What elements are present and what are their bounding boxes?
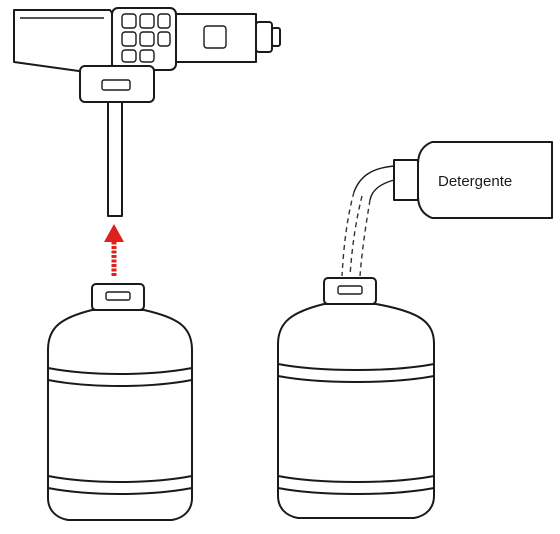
siphon-tube <box>107 101 123 217</box>
detergent-bottle: Detergente <box>393 141 553 219</box>
bottle-left-body <box>47 309 193 521</box>
bottle-left-cap <box>91 283 145 311</box>
spray-gun <box>13 7 281 217</box>
arrow-head <box>104 224 124 242</box>
insert-arrow <box>104 224 124 276</box>
detergent-label: Detergente <box>438 173 512 190</box>
detergent-bottle-neck <box>393 159 419 201</box>
bottle-left <box>47 283 193 521</box>
bottle-right-body <box>277 303 435 519</box>
gun-nozzle-body <box>13 9 119 73</box>
gun-cap <box>79 65 155 103</box>
detergent-stream <box>341 165 395 277</box>
bottle-right <box>277 277 435 519</box>
bottle-right-cap <box>323 277 377 305</box>
gun-shaft <box>175 13 257 63</box>
gun-connector <box>255 21 273 53</box>
